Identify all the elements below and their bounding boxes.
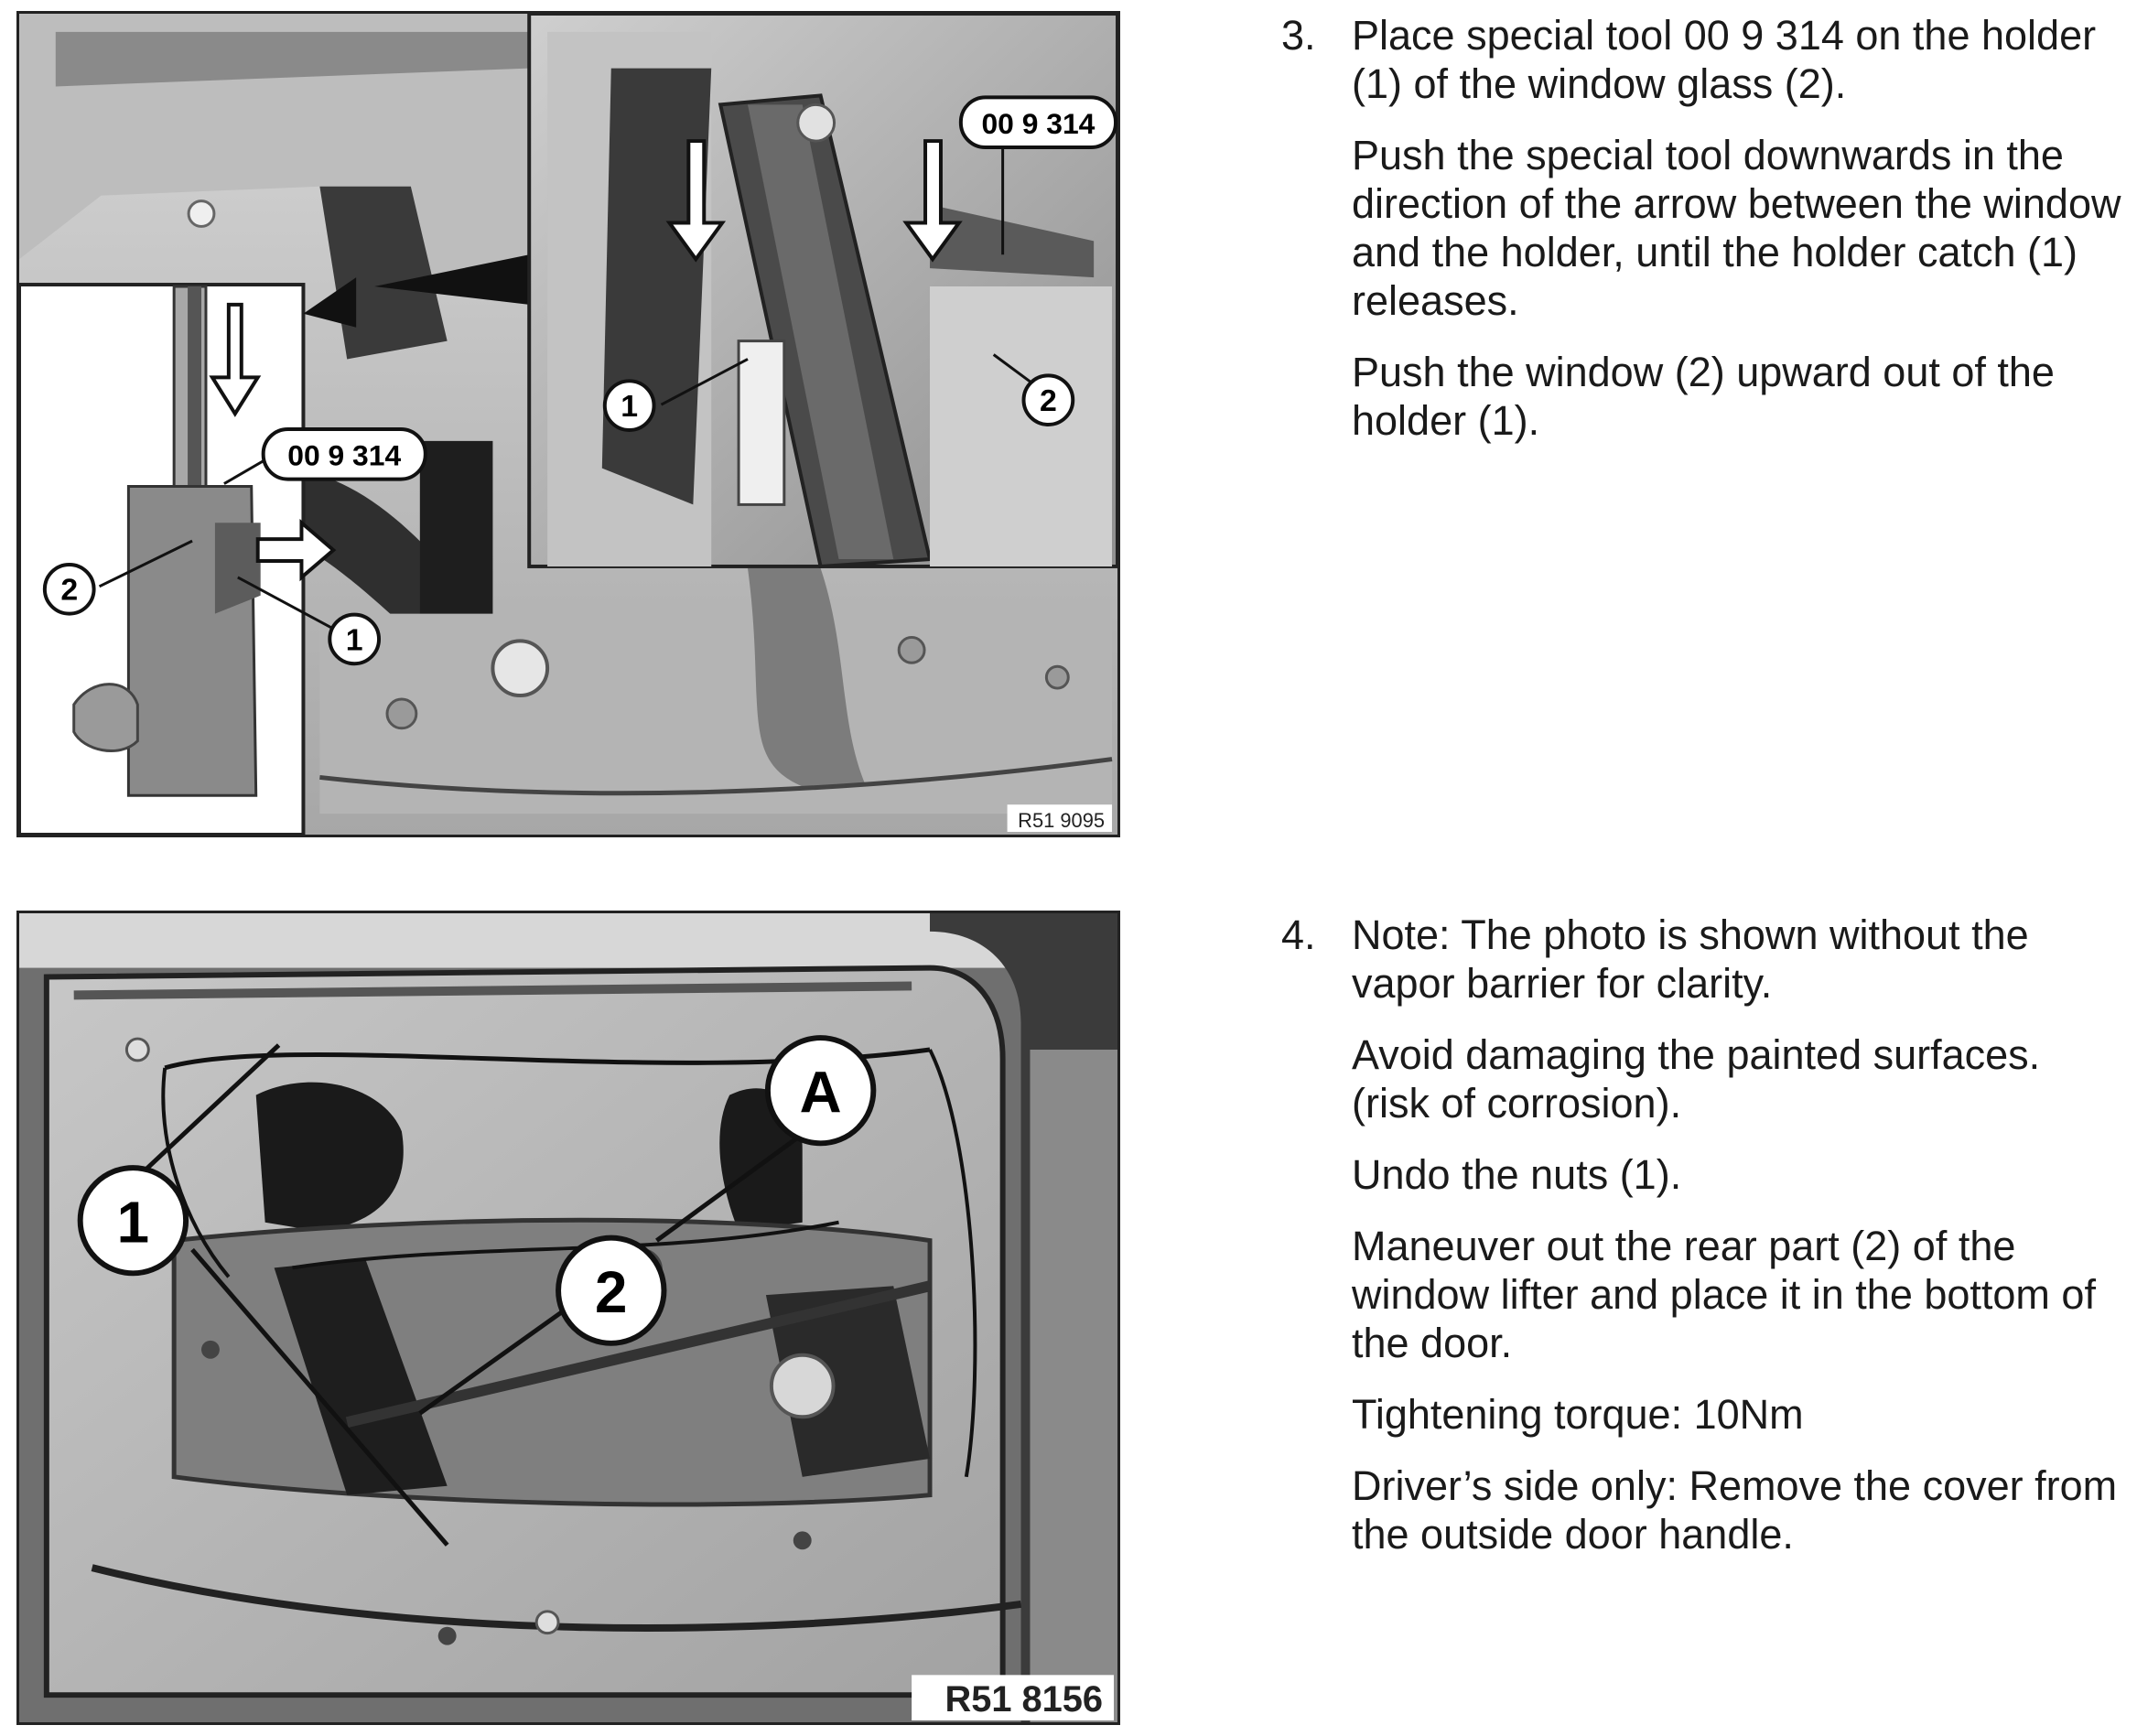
step-paragraph: Push the special tool downwards in the d… bbox=[1352, 132, 2121, 324]
callout-1-inset: 1 bbox=[346, 622, 363, 657]
step-4: 4. Note: The photo is shown without the … bbox=[1281, 911, 2123, 1581]
callout-2-rear-part: 2 bbox=[595, 1260, 627, 1325]
figure-reference-number: R51 8156 bbox=[945, 1679, 1104, 1720]
figure-tool-on-window-holder: 00 9 314 00 9 314 2 1 1 2 R51 9095 bbox=[16, 11, 1120, 837]
callout-2-inset: 2 bbox=[60, 573, 78, 608]
callout-1-detail: 1 bbox=[621, 389, 638, 424]
step-paragraph: Place special tool 00 9 314 on the holde… bbox=[1352, 12, 2097, 107]
figure-door-panel-nuts: 1 2 A R51 8156 bbox=[16, 911, 1120, 1725]
step-3: 3. Place special tool 00 9 314 on the ho… bbox=[1281, 11, 2123, 468]
step-paragraph: Tightening torque: 10Nm bbox=[1352, 1391, 1804, 1438]
step-paragraph: Push the window (2) upward out of the ho… bbox=[1352, 349, 2055, 444]
step-paragraph: Undo the nuts (1). bbox=[1352, 1151, 1682, 1198]
step-number: 4. bbox=[1281, 911, 1316, 958]
callout-a: A bbox=[800, 1061, 842, 1126]
tool-callout-detail: 00 9 314 bbox=[981, 107, 1095, 140]
step-paragraph: Avoid damaging the painted surfaces. (ri… bbox=[1352, 1031, 2041, 1127]
figure-reference-number: R51 9095 bbox=[1018, 809, 1105, 832]
callout-1-nuts: 1 bbox=[117, 1191, 149, 1256]
tool-callout-inset: 00 9 314 bbox=[287, 439, 401, 472]
step-paragraph: Maneuver out the rear part (2) of the wi… bbox=[1352, 1223, 2096, 1366]
step-paragraph: Driver’s side only: Remove the cover fro… bbox=[1352, 1462, 2118, 1558]
door-photo-illustration: 00 9 314 00 9 314 2 1 1 2 R51 9095 bbox=[19, 14, 1117, 835]
door-panel-photo-illustration: 1 2 A R51 8156 bbox=[19, 913, 1117, 1722]
step-number: 3. bbox=[1281, 12, 1316, 59]
callout-2-detail: 2 bbox=[1040, 383, 1057, 418]
step-paragraph: Note: The photo is shown without the vap… bbox=[1352, 911, 2029, 1007]
